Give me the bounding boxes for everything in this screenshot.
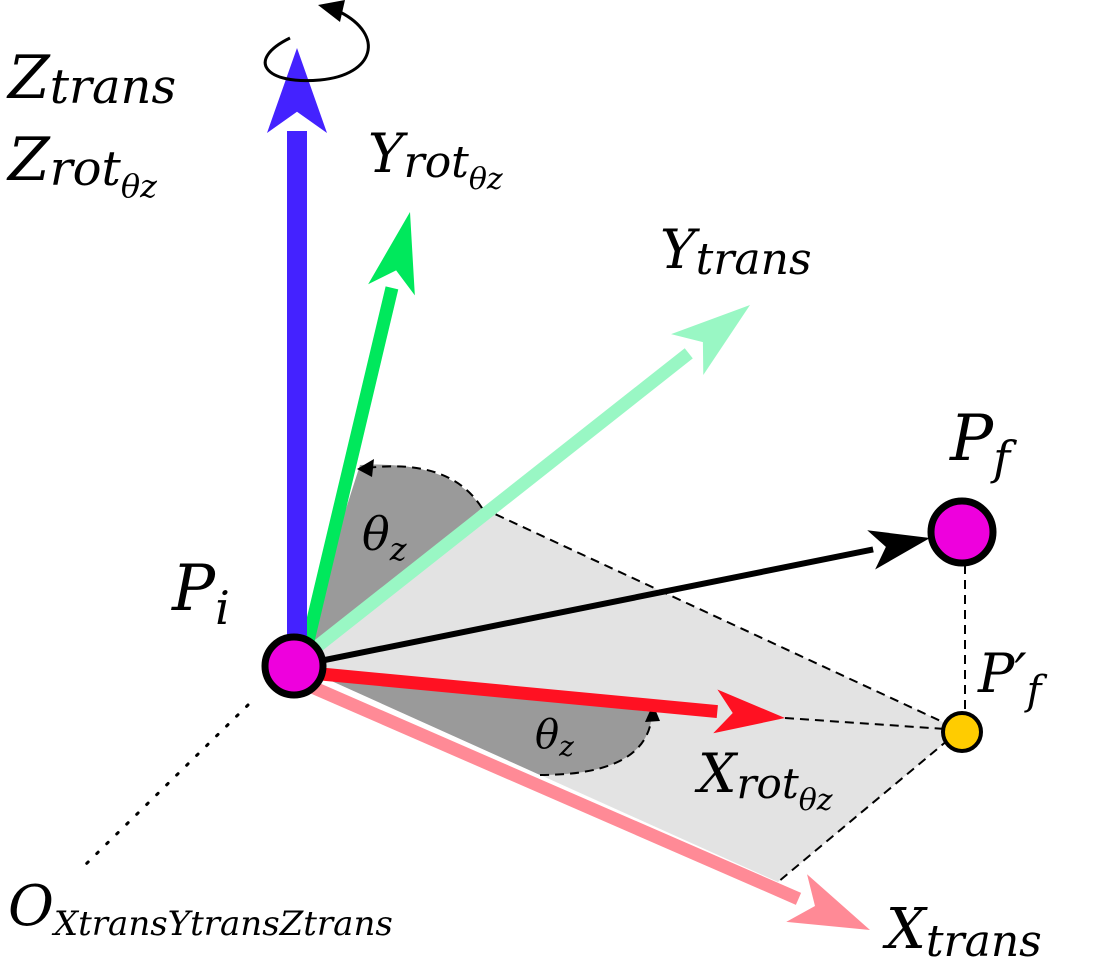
label-x-trans: Xtrans	[882, 897, 1042, 967]
displacement-vector-shaft	[299, 546, 874, 668]
origin-dotted-line	[78, 703, 250, 872]
x-rot-axis	[299, 665, 785, 734]
y-rot-axis	[296, 212, 415, 664]
label-x-rot: Xrotθz	[694, 742, 833, 818]
point-pf	[927, 497, 997, 567]
x-trans-axis	[293, 674, 870, 930]
label-theta-upper: θz	[362, 507, 408, 568]
theta-lower-sector	[296, 665, 652, 775]
label-theta-lower: θz	[535, 712, 574, 763]
label-p-f: Pf	[949, 402, 1017, 485]
x-trans-axis-arrowhead	[786, 874, 870, 930]
theta-upper-sector	[296, 464, 482, 665]
plane-edge-right	[777, 729, 961, 883]
label-p-f-prime: P′f	[977, 642, 1048, 714]
y-trans-axis-arrowhead	[671, 305, 750, 375]
displacement-vector	[299, 530, 930, 668]
theta-upper-arrowhead	[357, 459, 374, 477]
point-pi	[261, 633, 327, 699]
displacement-vector-arrowhead	[867, 530, 930, 570]
y-trans-axis	[295, 305, 750, 666]
theta-lower-arrowhead	[645, 704, 660, 722]
label-y-trans: Ytrans	[660, 218, 812, 285]
theta-upper-arc	[366, 465, 483, 509]
x-rot-axis-arrowhead	[713, 689, 785, 734]
x-rot-axis-shaft	[299, 665, 718, 719]
label-origin: OXtransYtransZtrans	[8, 874, 393, 944]
z-rotation-arrowhead	[318, 0, 345, 22]
y-trans-axis-shaft	[295, 348, 693, 666]
z-axis-arrowhead	[267, 48, 327, 133]
label-p-i: Pi	[171, 552, 230, 635]
y-rot-axis-shaft	[296, 286, 399, 664]
construction-lines	[366, 465, 966, 883]
z-axis	[267, 48, 327, 660]
theta-lower-arc	[539, 711, 653, 776]
label-z-trans: Ztrans	[6, 43, 176, 115]
label-y-rot: Yrotθz	[368, 122, 503, 197]
projection-plane	[296, 508, 960, 882]
x-trans-axis-shaft	[293, 674, 802, 905]
y-rot-axis-arrowhead	[368, 212, 415, 296]
z-rotation-arc-icon	[263, 10, 370, 83]
point-pf-prime	[941, 711, 983, 753]
plane-edge-top	[481, 507, 961, 731]
label-z-rot: Zrotθz	[6, 125, 158, 205]
